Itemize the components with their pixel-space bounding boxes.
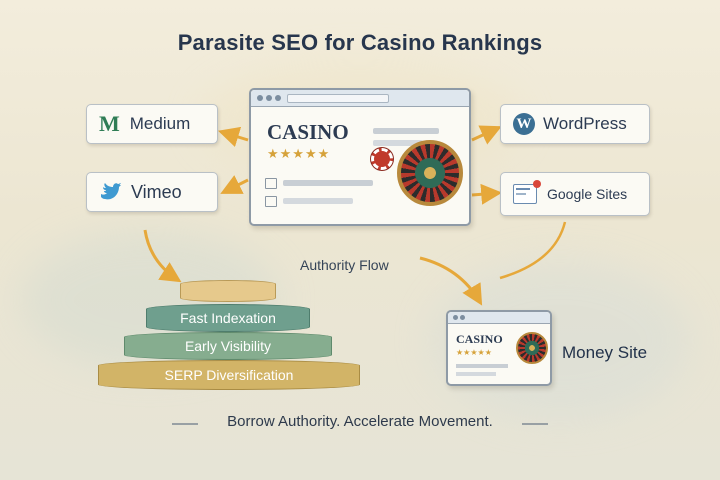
- tier-label: SERP Diversification: [164, 367, 294, 383]
- roulette-wheel-icon: [397, 140, 463, 206]
- window-title-bar: [251, 90, 469, 107]
- tier-label: Fast Indexation: [180, 310, 276, 326]
- google-sites-card[interactable]: Google Sites: [500, 172, 650, 216]
- vimeo-card[interactable]: Vimeo: [86, 172, 218, 212]
- text-line-placeholder: [283, 180, 373, 186]
- wordpress-label: WordPress: [543, 114, 627, 133]
- wordpress-logo-icon: W: [513, 113, 535, 135]
- tier-label: Early Visibility: [184, 338, 272, 354]
- arrow-from-google-sites: [499, 221, 567, 280]
- arrow-to-money-site: [419, 256, 483, 306]
- arrow-to-medium: [217, 126, 249, 147]
- text-line-placeholder: [456, 372, 496, 376]
- pyramid-tier: Fast Indexation: [146, 304, 310, 332]
- arrow-to-wordpress: [471, 125, 502, 145]
- arrow-to-vimeo: [220, 175, 249, 194]
- medium-card[interactable]: M Medium: [86, 104, 218, 144]
- arrow-to-pyramid: [143, 229, 182, 283]
- pyramid-tier: SERP Diversification: [98, 360, 360, 390]
- checkbox-icon: [265, 196, 277, 207]
- money-site-window: CASINO ★★★★★: [446, 310, 552, 386]
- text-line-placeholder: [373, 140, 423, 146]
- text-line-placeholder: [283, 198, 353, 204]
- medium-label: Medium: [129, 114, 191, 133]
- casino-hub-window: CASINO ★★★★★: [249, 88, 471, 226]
- pyramid-tier: [180, 280, 276, 302]
- money-site-brand: CASINO: [456, 332, 503, 346]
- checkbox-icon: [265, 178, 277, 189]
- wordpress-card[interactable]: W WordPress: [500, 104, 650, 144]
- page-title: Parasite SEO for Casino Rankings: [177, 30, 543, 55]
- vimeo-bird-icon: [99, 183, 121, 201]
- arrow-to-google-sites: [471, 183, 503, 205]
- money-site-stars: ★★★★★: [456, 348, 492, 357]
- hub-brand: CASINO: [267, 120, 349, 144]
- pyramid-tier: Early Visibility: [124, 332, 332, 360]
- google-sites-icon: [513, 180, 541, 204]
- google-sites-label: Google Sites: [547, 186, 628, 202]
- text-line-placeholder: [456, 364, 508, 368]
- chips-icon: [371, 148, 393, 170]
- window-title-bar: [448, 312, 550, 324]
- money-site-label: Money Site: [562, 343, 648, 362]
- vimeo-label: Vimeo: [131, 181, 182, 202]
- medium-logo-icon: M: [99, 111, 120, 136]
- hub-rating-stars: ★★★★★: [267, 146, 331, 161]
- authority-flow-label: Authority Flow: [300, 257, 389, 273]
- text-line-placeholder: [373, 128, 439, 134]
- roulette-wheel-icon: [516, 332, 548, 364]
- tagline-caption: Borrow Authority. Accelerate Movement.: [227, 413, 493, 430]
